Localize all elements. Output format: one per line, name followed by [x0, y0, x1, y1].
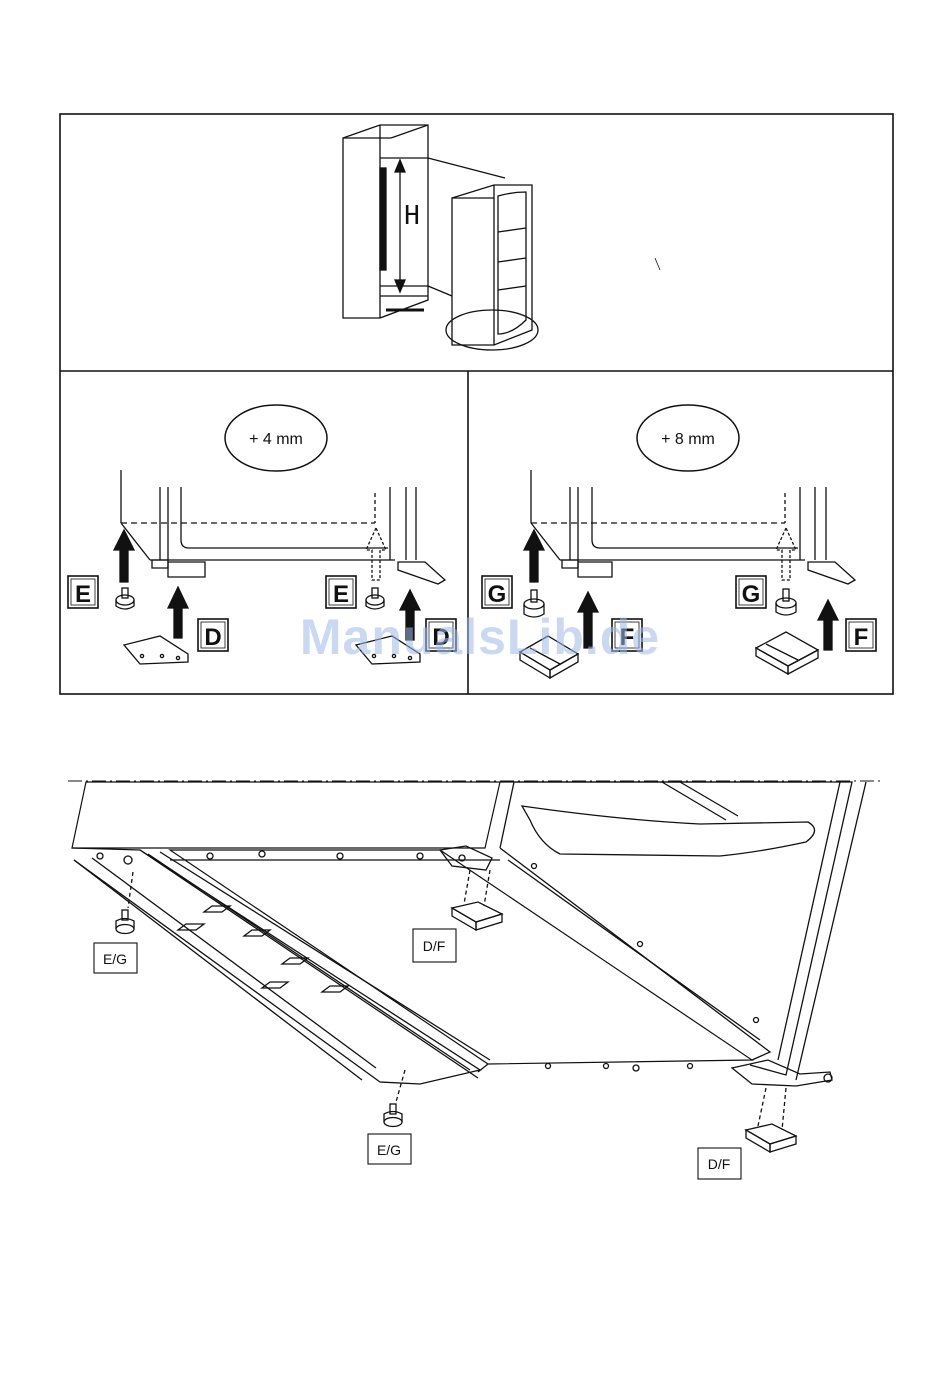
loose-foot-front-left [116, 872, 134, 934]
label-front-left: E [75, 581, 91, 608]
arrow-up-bottom-right-r [818, 600, 838, 650]
cabinet-illustration [343, 125, 505, 318]
callout-front-middle: E/G [377, 1142, 401, 1158]
arrow-up-front-right-dashed-r [776, 528, 796, 580]
loose-block-rear-bottom [746, 1088, 796, 1152]
foot-cup-right [776, 589, 796, 615]
callout-rear-bottom: D/F [708, 1156, 731, 1172]
bracket-block-right [756, 632, 818, 674]
arrow-up-front-left-r [524, 530, 544, 582]
arrow-up-front-right-dashed [366, 528, 386, 580]
stray-mark [655, 258, 660, 270]
loose-foot-front-middle [384, 1070, 405, 1127]
base-highlight-ellipse [446, 310, 538, 350]
spacing-badge-right-text: + 8 mm [661, 431, 715, 448]
loose-block-rear-top [452, 870, 502, 930]
arrow-up-front-left [114, 530, 134, 582]
label-bottom-left: D [204, 624, 221, 651]
arrow-up-bottom-left [168, 587, 188, 638]
bottom-view [68, 781, 880, 1179]
label-front-right: E [333, 581, 349, 608]
label-front-right-r: G [742, 581, 761, 608]
foot-pin-left [116, 588, 134, 609]
label-front-left-r: G [488, 581, 507, 608]
height-label: H [404, 201, 420, 231]
callout-front-left: E/G [103, 951, 127, 967]
bracket-plate-left [124, 636, 188, 664]
watermark: ManualsLib.de [290, 608, 670, 666]
foot-pin-right [366, 588, 384, 609]
label-bottom-right-r: F [854, 624, 869, 651]
callout-rear-top: D/F [423, 938, 446, 954]
spacing-badge-left-text: + 4 mm [249, 431, 303, 448]
appliance-illustration [446, 185, 538, 350]
